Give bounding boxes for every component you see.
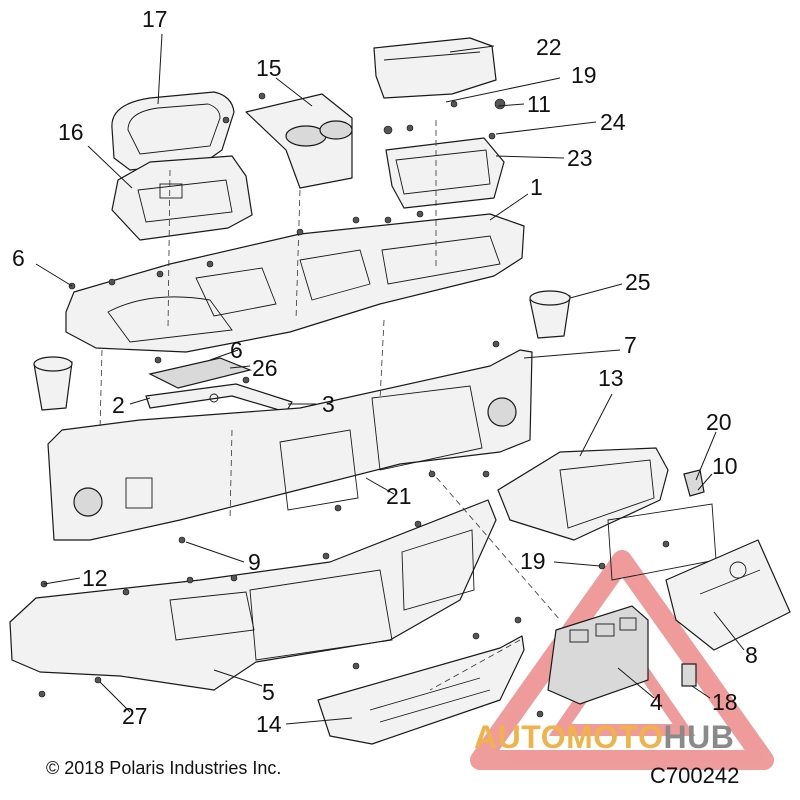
callout-27: 27 xyxy=(122,703,148,729)
part-23-storage-bin xyxy=(385,137,505,209)
part-1-upper-dash xyxy=(65,213,525,353)
watermark-logo: AUTOMOTOHUB xyxy=(474,719,734,756)
watermark-text-part2: HUB xyxy=(663,719,735,755)
assembly-lines xyxy=(99,120,561,691)
part-4-switch-panel xyxy=(547,605,649,705)
part-15-cup-holder-tray xyxy=(245,93,353,189)
callout-16: 16 xyxy=(58,119,84,145)
callout-23: 23 xyxy=(567,145,593,171)
callout-19-bottom: 19 xyxy=(520,548,546,574)
part-7-dash-frame xyxy=(47,349,533,541)
callout-labels: 17 16 15 22 19 11 24 23 1 6 25 6 7 26 13… xyxy=(12,6,758,737)
callout-17: 17 xyxy=(142,6,168,32)
callout-7: 7 xyxy=(624,332,637,358)
callout-12: 12 xyxy=(82,565,108,591)
part-22-storage-lid xyxy=(373,37,497,99)
part-13-gauge-cluster xyxy=(497,447,669,541)
part-8-glovebox-door xyxy=(665,539,791,651)
part-2-3-brackets xyxy=(145,383,293,413)
callout-15: 15 xyxy=(256,55,282,81)
callout-6-left: 6 xyxy=(12,245,25,271)
callout-19-top: 19 xyxy=(571,62,597,88)
part-18-switch xyxy=(681,663,697,687)
callout-3: 3 xyxy=(322,391,335,417)
callout-24: 24 xyxy=(600,109,626,135)
callout-25: 25 xyxy=(625,269,651,295)
part-26-plate xyxy=(148,357,252,389)
part-25-cup-holder xyxy=(529,290,571,339)
callout-2: 2 xyxy=(112,392,125,418)
callout-13: 13 xyxy=(598,365,624,391)
part-20-latch xyxy=(683,469,705,497)
callout-26: 26 xyxy=(252,355,278,381)
watermark-text-part1: AUTOMOTO xyxy=(474,719,664,755)
callout-18: 18 xyxy=(712,689,738,715)
part-14-lower-tray xyxy=(317,635,525,745)
part-cup-holder-left xyxy=(33,356,73,411)
callout-14: 14 xyxy=(256,711,282,737)
callout-10: 10 xyxy=(712,453,738,479)
leader-lines xyxy=(35,33,745,725)
callout-6-mid: 6 xyxy=(230,337,243,363)
figure-id: C700242 xyxy=(650,763,740,788)
copyright-notice: © 2018 Polaris Industries Inc. xyxy=(46,758,282,778)
callout-1: 1 xyxy=(530,174,543,200)
callout-4: 4 xyxy=(650,689,663,715)
callout-20: 20 xyxy=(706,409,732,435)
part-17-gauge-bezel xyxy=(111,91,235,171)
part-16-cluster-housing xyxy=(111,155,253,241)
callout-9: 9 xyxy=(248,549,261,575)
callout-8: 8 xyxy=(745,642,758,668)
part-5-lower-dash xyxy=(9,499,497,691)
callout-22: 22 xyxy=(536,34,562,60)
callout-5: 5 xyxy=(262,679,275,705)
callout-11: 11 xyxy=(527,91,551,117)
callout-21: 21 xyxy=(386,483,412,509)
